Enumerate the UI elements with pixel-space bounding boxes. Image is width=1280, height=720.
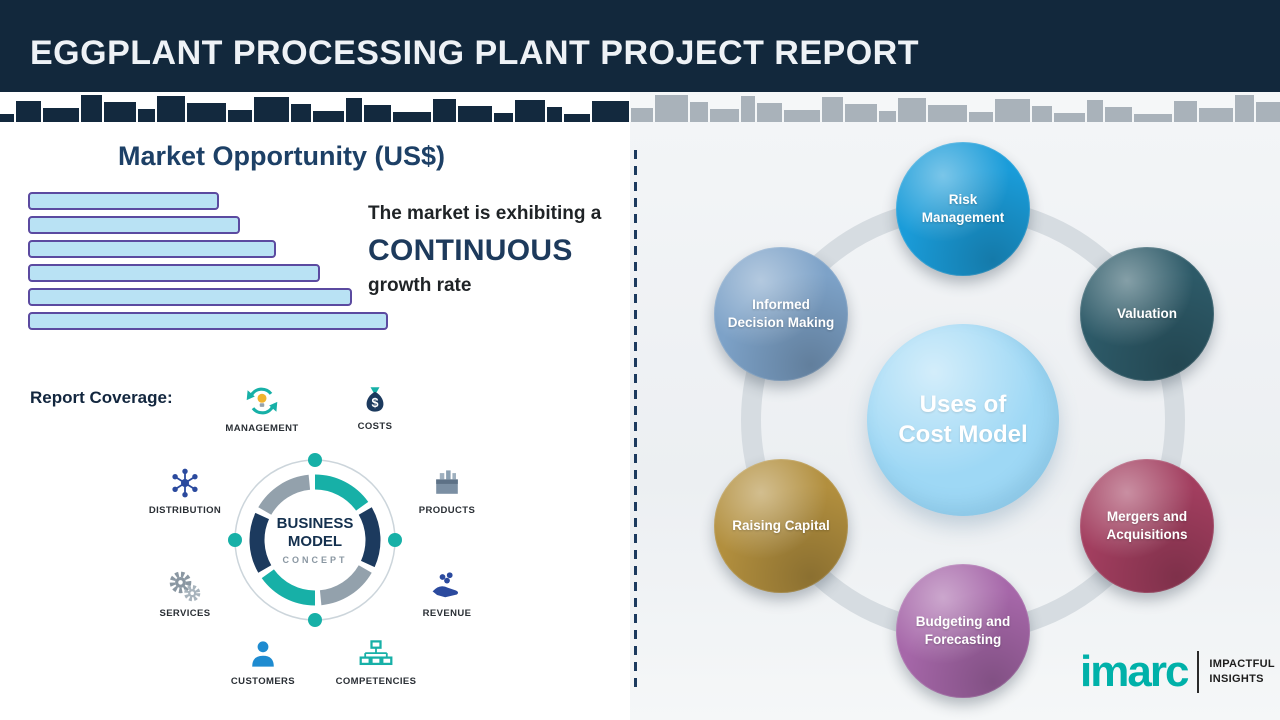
svg-text:$: $ — [371, 396, 378, 410]
coverage-item-label: REVENUE — [422, 608, 472, 619]
node-mergers-acquisitions: Mergers and Acquisitions — [1080, 459, 1214, 593]
imarc-logo: imarc IMPACTFUL INSIGHTS — [1080, 650, 1275, 694]
report-coverage-label: Report Coverage: — [30, 388, 173, 407]
imarc-tagline-line1: IMPACTFUL — [1209, 658, 1275, 671]
node-raising-capital: Raising Capital — [714, 459, 848, 593]
money-bag-icon: $ — [366, 387, 384, 412]
coverage-item-label: SERVICES — [159, 608, 211, 619]
section-divider — [634, 150, 637, 690]
bar-chart — [28, 192, 408, 336]
imarc-logo-text: imarc — [1080, 647, 1189, 696]
hand-coins-icon — [432, 572, 459, 598]
business-model-ring-graphic — [228, 453, 402, 627]
cost-model-center-line2: Cost Model — [898, 421, 1028, 448]
coverage-item-label: COMPETENCIES — [335, 676, 417, 687]
skyline-fade-overlay — [630, 92, 1280, 122]
coverage-item-competencies: COMPETENCIES — [321, 636, 431, 687]
node-label: Valuation — [1116, 306, 1177, 322]
org-chart-icon — [359, 640, 393, 666]
bar — [28, 312, 388, 330]
coverage-item-costs: $ COSTS — [320, 381, 430, 432]
coverage-item-services: SERVICES — [130, 568, 240, 619]
network-icon — [172, 468, 198, 498]
growth-line2: growth rate — [368, 275, 472, 296]
bar — [28, 264, 320, 282]
cost-model-center-line1: Uses of — [919, 391, 1007, 418]
cost-model-panel: Uses of Cost Model Risk Management Valua… — [630, 122, 1280, 720]
node-label: Mergers and Acquisitions — [1106, 509, 1188, 542]
bar — [28, 216, 240, 234]
gears-icon — [169, 571, 201, 602]
coverage-item-label: CUSTOMERS — [230, 676, 296, 687]
bar — [28, 240, 276, 258]
coverage-item-label: DISTRIBUTION — [148, 505, 222, 516]
bm-center-line3: CONCEPT — [282, 555, 348, 565]
bar — [28, 288, 352, 306]
person-icon — [252, 641, 274, 667]
coverage-item-revenue: REVENUE — [392, 568, 502, 619]
node-risk-management: Risk Management — [896, 142, 1030, 276]
cost-model-center: Uses of Cost Model — [867, 324, 1059, 516]
market-opportunity-heading: Market Opportunity (US$) — [118, 141, 446, 171]
bm-center-line2: MODEL — [287, 533, 343, 550]
imarc-tagline: IMPACTFUL INSIGHTS — [1209, 657, 1274, 687]
node-informed-decision-making: Informed Decision Making — [714, 247, 848, 381]
bar — [28, 192, 219, 210]
header: EGGPLANT PROCESSING PLANT PROJECT REPORT — [0, 0, 1280, 92]
node-budgeting-forecasting: Budgeting and Forecasting — [896, 564, 1030, 698]
growth-highlight: CONTINUOUS — [368, 234, 573, 267]
node-label: Risk Management — [921, 192, 1005, 225]
coverage-item-products: PRODUCTS — [392, 465, 502, 516]
bm-center-line1: BUSINESS — [276, 515, 354, 532]
box-icon — [436, 470, 458, 494]
recycle-bulb-icon — [246, 387, 278, 415]
coverage-item-customers: CUSTOMERS — [208, 636, 318, 687]
node-valuation: Valuation — [1080, 247, 1214, 381]
logo-separator — [1197, 651, 1200, 693]
coverage-item-label: PRODUCTS — [418, 505, 476, 516]
node-label: Budgeting and Forecasting — [915, 614, 1011, 647]
coverage-item-distribution: DISTRIBUTION — [130, 465, 240, 516]
coverage-item-management: MANAGEMENT — [207, 383, 317, 434]
imarc-tagline-line2: INSIGHTS — [1209, 673, 1264, 685]
business-model-center-label: BUSINESS MODEL CONCEPT — [225, 450, 405, 630]
node-label: Informed Decision Making — [727, 297, 835, 330]
node-label: Raising Capital — [732, 518, 830, 534]
growth-text-block: The market is exhibiting a CONTINUOUS gr… — [368, 203, 633, 297]
coverage-item-label: MANAGEMENT — [225, 423, 299, 434]
coverage-item-label: COSTS — [357, 421, 393, 432]
growth-line1: The market is exhibiting a — [368, 203, 602, 224]
page-title: EGGPLANT PROCESSING PLANT PROJECT REPORT — [30, 34, 919, 72]
